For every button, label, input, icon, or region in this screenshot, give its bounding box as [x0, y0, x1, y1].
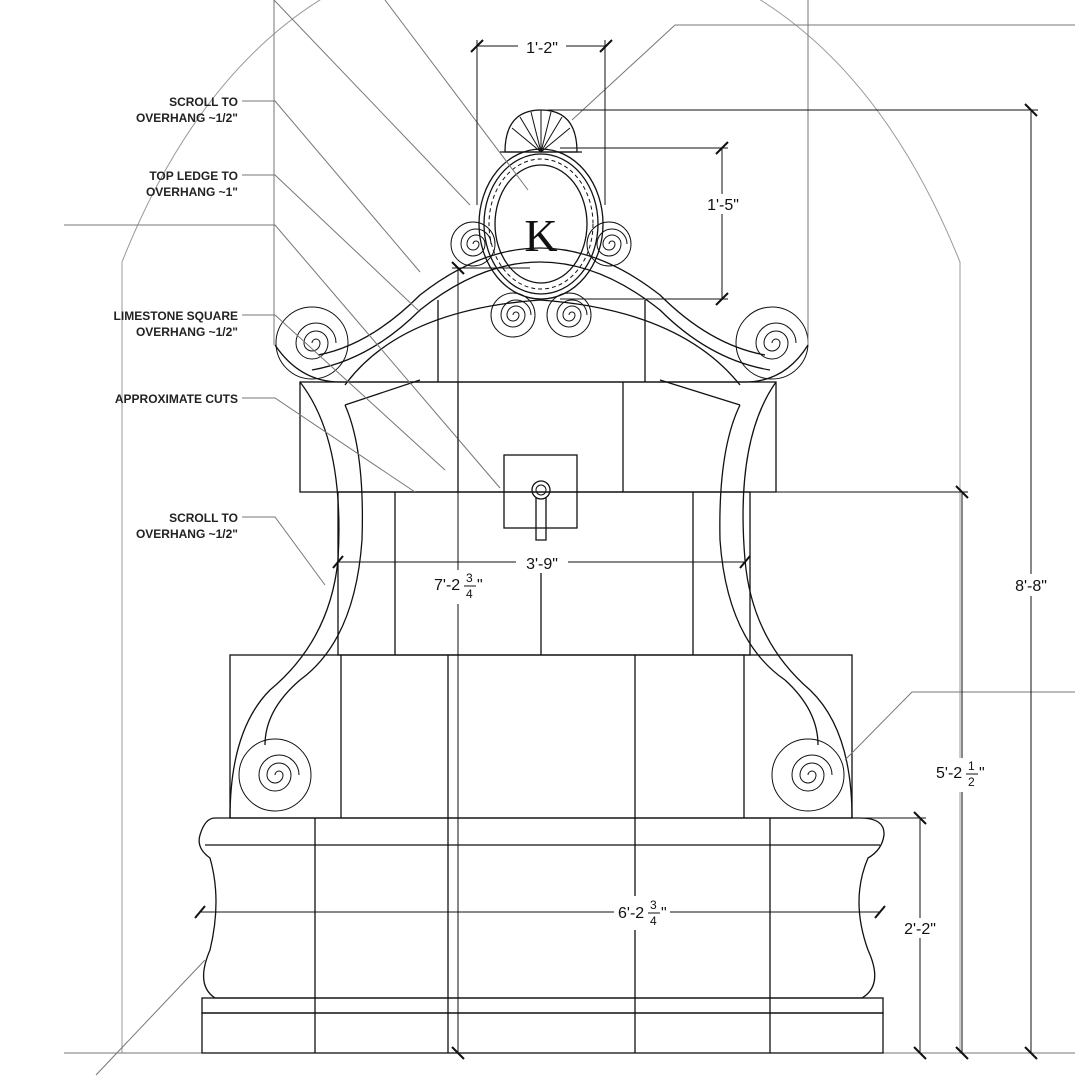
dim-crest-width: 1'-2"	[526, 40, 558, 57]
note-1-line-2: OVERHANG ~1/2"	[136, 111, 238, 125]
note-1-line-1: SCROLL TO	[169, 95, 238, 109]
dim-center-height-whole: 7'-2	[434, 577, 460, 594]
pediment	[274, 247, 809, 386]
scroll-center-right	[546, 292, 592, 338]
dim-center-height-den: 4	[466, 587, 473, 601]
dim-spout-height-den: 2	[968, 775, 975, 789]
medallion-scroll-right	[586, 221, 632, 267]
dim-medallion-height: 1'-5"	[707, 197, 739, 214]
dim-basin-width-den: 4	[650, 914, 657, 928]
spout	[503, 454, 578, 541]
dim-center-height-num: 3	[466, 571, 473, 585]
medallion	[450, 109, 632, 300]
dim-basin-height: 2'-2"	[904, 921, 936, 938]
annotation-notes: SCROLL TO OVERHANG ~1/2" TOP LEDGE TO OV…	[114, 95, 238, 541]
scroll-lower-right	[771, 738, 845, 812]
dim-center-height-unit: "	[477, 577, 483, 594]
basin	[198, 817, 885, 1054]
note-5-line-1: SCROLL TO	[169, 511, 238, 525]
dim-overall-height: 8'-8"	[1015, 578, 1047, 595]
dimension-labels: 1'-2" 1'-5" 8'-8" 3'-9" 7'-2 3 4 " 5'-2 …	[430, 37, 1054, 938]
dim-basin-width-num: 3	[650, 898, 657, 912]
fountain-body	[229, 379, 853, 819]
monogram-letter: K	[524, 210, 557, 261]
scroll-top-left	[275, 306, 349, 380]
dim-basin-width-whole: 6'-2	[618, 905, 644, 922]
note-2-line-2: OVERHANG ~1"	[146, 185, 238, 199]
leader-lines	[64, 0, 1075, 1076]
scroll-top-right	[735, 306, 809, 380]
note-3-line-2: OVERHANG ~1/2"	[136, 325, 238, 339]
scroll-lower-left	[238, 738, 312, 812]
note-4-line-1: APPROXIMATE CUTS	[115, 392, 238, 406]
note-2-line-1: TOP LEDGE TO	[149, 169, 238, 183]
note-3-line-1: LIMESTONE SQUARE	[114, 309, 238, 323]
note-5-line-2: OVERHANG ~1/2"	[136, 527, 238, 541]
dim-spout-height-num: 1	[968, 759, 975, 773]
wall-niche-arch	[121, 0, 961, 1053]
dim-basin-width-unit: "	[661, 905, 667, 922]
dim-spout-height-whole: 5'-2	[936, 765, 962, 782]
dim-body-width: 3'-9"	[526, 556, 558, 573]
scroll-center-left	[490, 292, 536, 338]
medallion-scroll-left	[450, 221, 496, 267]
dim-spout-height-unit: "	[979, 765, 985, 782]
